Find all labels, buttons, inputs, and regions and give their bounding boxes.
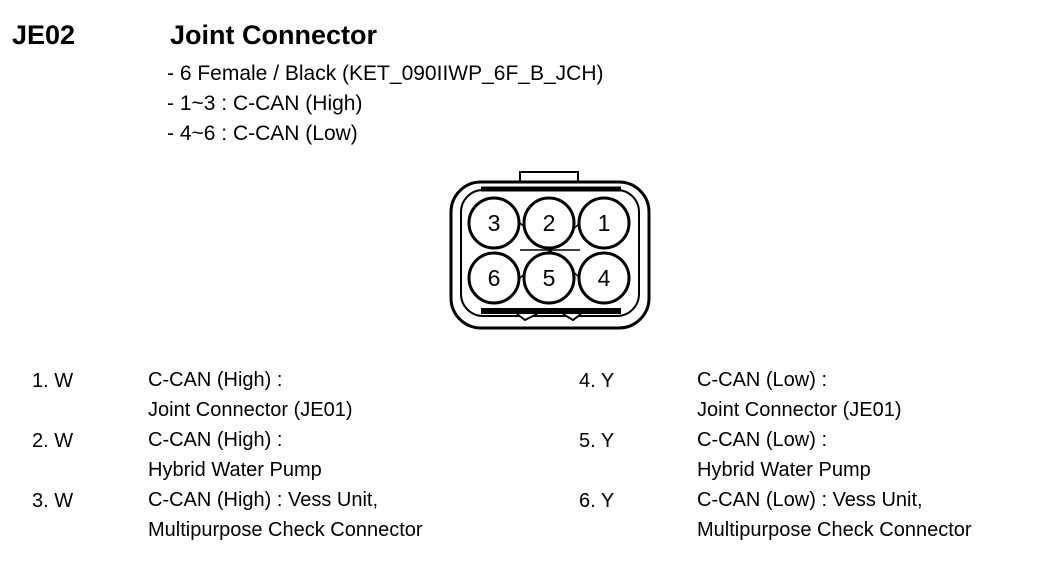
pin-description-line: C-CAN (Low) : Vess Unit,	[697, 489, 923, 511]
pin-cavity-5	[522, 251, 576, 305]
pin-cavity-6	[467, 251, 521, 305]
pin-6-label: 6. Y	[579, 490, 615, 512]
pin-3-description: C-CAN (High) : Vess Unit, Multipurpose Ch…	[148, 485, 423, 545]
pin-description-line: C-CAN (High) :	[148, 369, 283, 391]
pin-description-line: Multipurpose Check Connector	[697, 519, 972, 541]
connector-face-diagram: 3 2 1 6 5 4	[449, 171, 651, 330]
pin-1-description: C-CAN (High) : Joint Connector (JE01)	[148, 365, 353, 425]
connector-key-right	[562, 313, 582, 322]
connector-key-left	[516, 313, 538, 322]
pin-1-label: 1. W	[32, 370, 74, 392]
pin-2-label: 2. W	[32, 430, 74, 452]
high-pins-range: - 1~3 : C-CAN (High)	[167, 92, 363, 115]
pin-4-label: 4. Y	[579, 370, 615, 392]
low-pins-range: - 4~6 : C-CAN (Low)	[167, 122, 358, 145]
pin-description-line: Joint Connector (JE01)	[697, 399, 902, 421]
pin-description-line: Hybrid Water Pump	[148, 459, 322, 481]
connector-title: Joint Connector	[170, 20, 377, 50]
pin-cavity-3	[467, 196, 521, 250]
pin-number: 2	[543, 210, 556, 236]
pin-2-description: C-CAN (High) : Hybrid Water Pump	[148, 425, 322, 485]
pin-number: 4	[598, 265, 611, 291]
connector-code: JE02	[12, 20, 76, 50]
connector-spec: - 6 Female / Black (KET_090IIWP_6F_B_JCH…	[167, 62, 604, 85]
pin-cavity-4	[577, 251, 631, 305]
pin-3-label: 3. W	[32, 490, 74, 512]
pin-description-line: C-CAN (High) : Vess Unit,	[148, 489, 379, 511]
pin-number: 3	[488, 210, 501, 236]
pin-4-description: C-CAN (Low) : Joint Connector (JE01)	[697, 365, 902, 425]
pin-6-description: C-CAN (Low) : Vess Unit, Multipurpose Che…	[697, 485, 972, 545]
pin-description-line: Hybrid Water Pump	[697, 459, 871, 481]
pin-number: 6	[488, 265, 501, 291]
pin-description-line: Multipurpose Check Connector	[148, 519, 423, 541]
pin-number: 5	[543, 265, 556, 291]
pin-number: 1	[598, 210, 611, 236]
pin-description-line: C-CAN (Low) :	[697, 369, 828, 391]
pin-5-label: 5. Y	[579, 430, 615, 452]
pin-description-line: C-CAN (Low) :	[697, 429, 828, 451]
pin-5-description: C-CAN (Low) : Hybrid Water Pump	[697, 425, 871, 485]
pin-description-line: C-CAN (High) :	[148, 429, 283, 451]
pin-cavity-1	[577, 196, 631, 250]
pin-description-line: Joint Connector (JE01)	[148, 399, 353, 421]
pin-cavity-2	[522, 196, 576, 250]
